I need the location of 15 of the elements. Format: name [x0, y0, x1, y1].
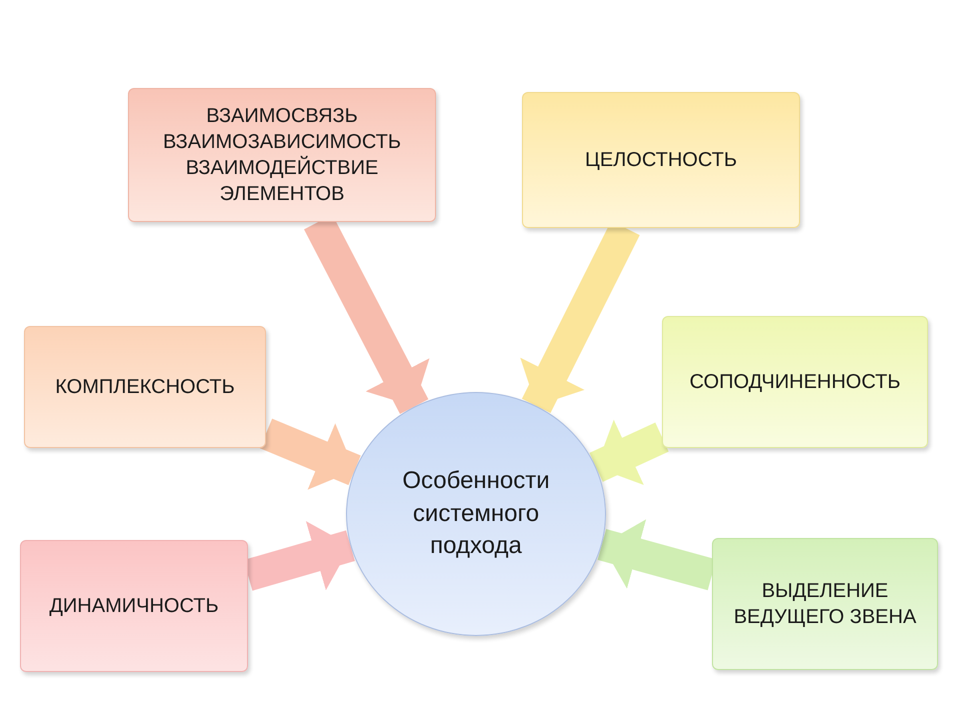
feature-card	[522, 92, 800, 228]
feature-card	[20, 540, 248, 672]
feature-card	[128, 88, 436, 222]
circle-label: Особенности системного подхода	[401, 466, 551, 562]
card-label: ДИНАМИЧНОСТЬ	[49, 594, 219, 619]
feature-card	[712, 538, 938, 670]
card-label: ЦЕЛОСТНОСТЬ	[585, 148, 737, 173]
card-label: ВЗАИМОСВЯЗЬ ВЗАИМОЗАВИСИМОСТЬ ВЗАИМОДЕЙСТВИЕ ЭЛЕМЕНТОВ	[162, 104, 402, 207]
feature-card	[662, 316, 928, 448]
card-label: КОМПЛЕКСНОСТЬ	[55, 375, 235, 400]
feature-card	[24, 326, 266, 448]
card-label: ВЫДЕЛЕНИЕ ВЕДУЩЕГО ЗВЕНА	[732, 579, 918, 630]
card-label: СОПОДЧИНЕННОСТЬ	[690, 370, 900, 395]
block-arrow	[589, 420, 669, 485]
block-arrow	[260, 418, 361, 490]
